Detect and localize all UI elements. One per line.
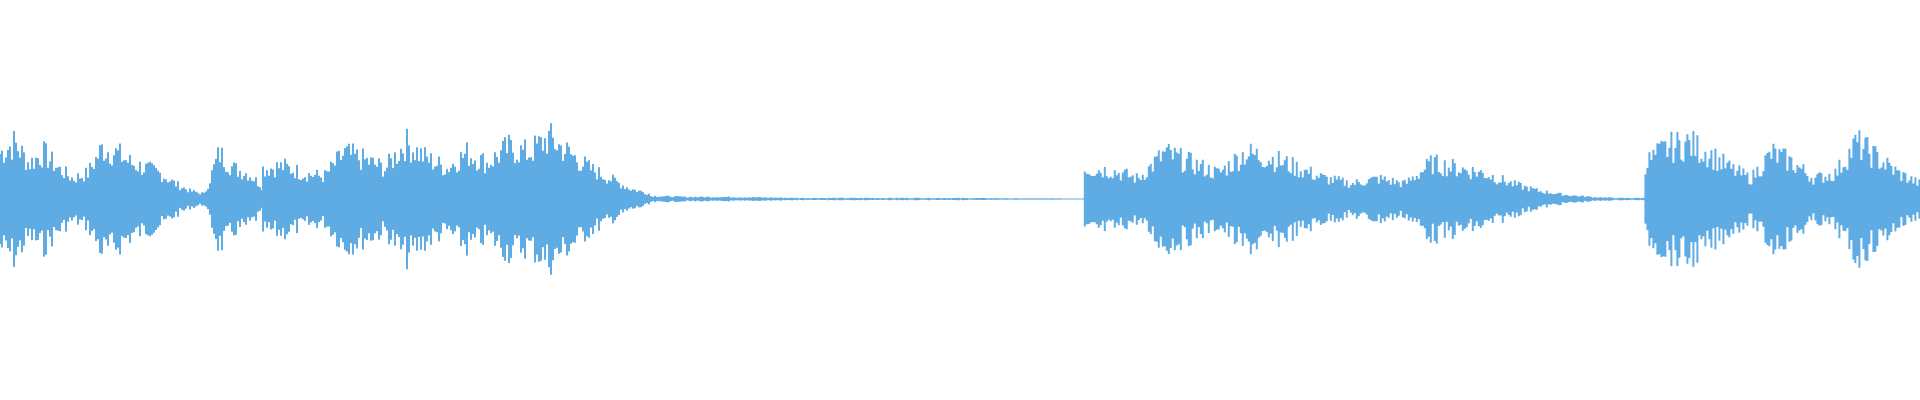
waveform-peaks [649,195,1062,203]
waveform-segment [262,123,650,275]
waveform-segment [0,131,263,267]
waveform-peaks [1644,130,1920,268]
waveform-peaks [0,131,263,267]
waveform-peaks [262,123,650,275]
waveform-segment [1644,130,1920,268]
waveform-segment [649,195,1062,203]
waveform-peaks [1083,143,1646,255]
waveform-segment [1083,143,1646,255]
